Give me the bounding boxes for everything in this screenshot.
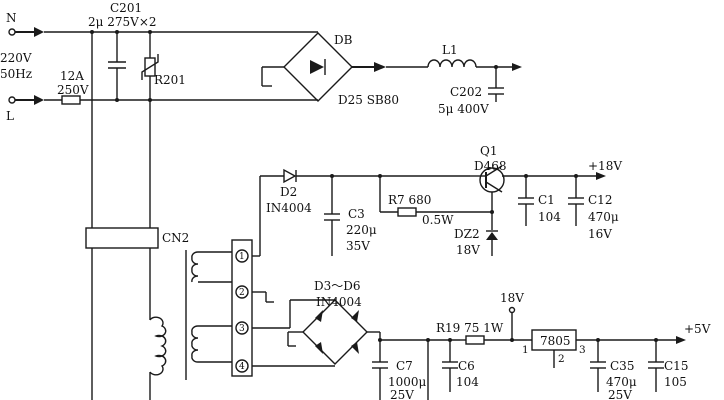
label-c1: C1 [538, 193, 555, 207]
label-c35-value: 470μ [606, 375, 637, 389]
label-db-part: D25 SB80 [338, 93, 399, 107]
label-regulator: 7805 [540, 334, 571, 348]
bridge-rectifier-db [261, 31, 386, 102]
resistor-r7 [397, 207, 417, 217]
varistor-r201 [141, 32, 159, 100]
label-c201-value: 2μ 275V×2 [88, 15, 157, 29]
capacitor-c201 [108, 32, 126, 100]
capacitor-c35 [590, 340, 606, 392]
label-c12: C12 [588, 193, 612, 207]
transformer-secondary [185, 239, 253, 380]
label-q1-part: D468 [474, 159, 507, 173]
label-c7: C7 [396, 359, 413, 373]
label-plus5v: +5V [684, 322, 711, 336]
capacitor-c15 [648, 340, 664, 392]
bridge-rectifier-d3-d6 [287, 299, 380, 365]
capacitor-c7 [372, 340, 388, 400]
label-r7: R7 680 [388, 193, 431, 207]
label-fuse-current: 12A [60, 69, 84, 83]
label-pin-3: 3 [239, 324, 245, 334]
label-mains-voltage: 220V [0, 51, 32, 65]
label-q1: Q1 [480, 144, 497, 158]
label-c3-value: 220μ [346, 223, 377, 237]
resistor-r19 [465, 335, 485, 345]
label-c35-voltage: 25V [608, 388, 632, 400]
label-pin-1: 1 [239, 252, 245, 262]
label-c1-value: 104 [538, 210, 561, 224]
transistor-q1 [470, 165, 606, 212]
label-r7-wattage: 0.5W [422, 213, 454, 227]
inductor-l1 [386, 59, 522, 71]
fuse-symbol [61, 95, 81, 105]
label-db: DB [334, 33, 353, 47]
label-mains-frequency: 50Hz [0, 67, 32, 81]
label-c15-value: 105 [664, 375, 687, 389]
diode-d2 [283, 168, 297, 184]
label-dz2-voltage: 18V [456, 243, 480, 257]
label-c35: C35 [610, 359, 634, 373]
connector-block [231, 239, 253, 377]
label-c3-voltage: 35V [346, 239, 370, 253]
label-d3-d6: D3～D6 [314, 279, 361, 293]
label-c202: C202 [450, 85, 482, 99]
label-d2-part: IN4004 [266, 201, 312, 215]
capacitor-c6 [442, 340, 458, 392]
choke-cn2 [85, 227, 159, 249]
label-c12-value: 470μ [588, 210, 619, 224]
label-c202-value: 5μ 400V [438, 102, 489, 116]
label-fuse-voltage: 250V [57, 83, 89, 97]
label-n: N [6, 11, 17, 25]
capacitor-c1 [518, 176, 534, 226]
mains-input [8, 27, 286, 105]
label-c15: C15 [664, 359, 688, 373]
label-cn2: CN2 [162, 231, 189, 245]
capacitor-c3 [324, 176, 340, 256]
label-c7-voltage: 25V [390, 388, 414, 400]
label-c3: C3 [348, 207, 365, 221]
label-reg-pin3: 3 [579, 344, 586, 356]
label-18v-mid: 18V [500, 291, 524, 305]
label-d3-d6-part: IN4004 [316, 295, 362, 309]
label-l1: L1 [442, 43, 458, 57]
label-plus18v-top: +18V [588, 159, 622, 173]
transformer-primary [149, 316, 167, 400]
zener-dz2 [486, 212, 498, 256]
label-dz2: DZ2 [454, 227, 480, 241]
label-r19: R19 75 1W [436, 321, 504, 335]
label-r201: R201 [154, 73, 186, 87]
label-c12-voltage: 16V [588, 227, 612, 241]
label-c201: C201 [110, 1, 142, 15]
capacitor-c12 [568, 176, 584, 226]
label-d2: D2 [280, 185, 297, 199]
capacitor-c202 [488, 67, 504, 102]
label-reg-pin1: 1 [522, 344, 529, 356]
label-c6-value: 104 [456, 375, 479, 389]
label-l: L [6, 109, 14, 123]
label-pin-4: 4 [239, 362, 245, 372]
label-pin-2: 2 [239, 288, 245, 298]
label-reg-pin2: 2 [558, 353, 565, 365]
label-c7-value: 1000μ [388, 375, 427, 389]
label-c6: C6 [458, 359, 475, 373]
